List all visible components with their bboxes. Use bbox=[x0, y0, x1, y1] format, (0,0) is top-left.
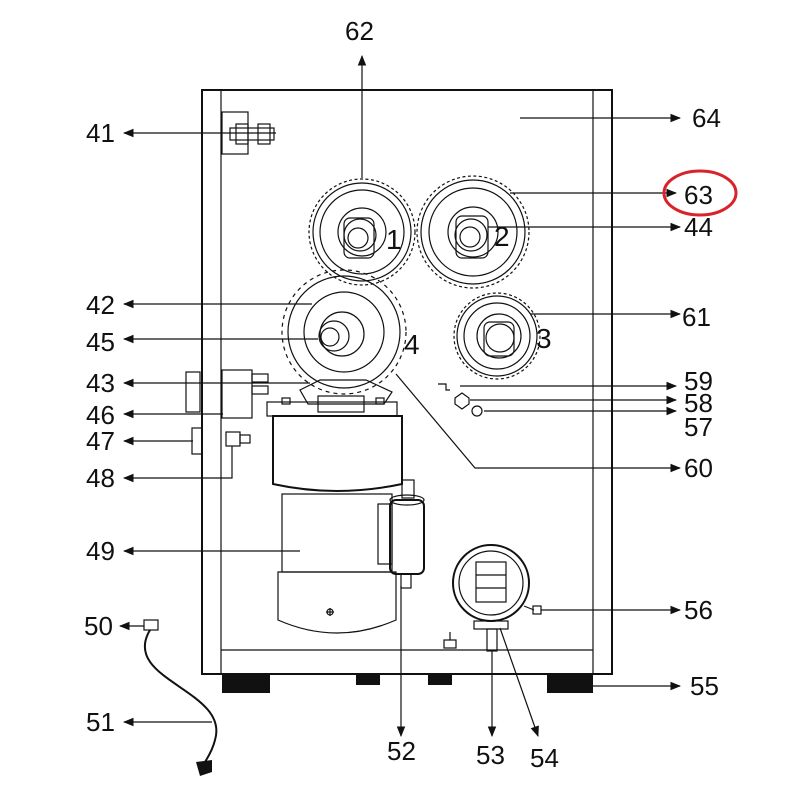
cabinet-frame bbox=[201, 89, 613, 675]
callout-56: 56 bbox=[684, 595, 713, 625]
callout-64: 64 bbox=[692, 103, 721, 133]
power-cord bbox=[143, 619, 218, 776]
callout-49: 49 bbox=[86, 536, 115, 566]
callout-45: 45 bbox=[86, 327, 115, 357]
callout-50: 50 bbox=[84, 611, 113, 641]
left-switches bbox=[185, 369, 269, 455]
callout-60: 60 bbox=[684, 453, 713, 483]
callout-46: 46 bbox=[86, 400, 115, 430]
motor bbox=[266, 397, 403, 634]
gear-1: 1 bbox=[308, 178, 416, 286]
capacitor bbox=[377, 479, 425, 589]
callout-47: 47 bbox=[86, 426, 115, 456]
callout-44: 44 bbox=[684, 212, 713, 242]
leader-lines bbox=[118, 54, 682, 738]
callout-54: 54 bbox=[530, 743, 559, 773]
callout-63: 63 bbox=[684, 180, 713, 210]
callout-51: 51 bbox=[86, 707, 115, 737]
callout-55: 55 bbox=[690, 671, 719, 701]
callout-57: 57 bbox=[684, 412, 713, 442]
gear-number-2: 2 bbox=[494, 221, 510, 252]
gear-number-3: 3 bbox=[536, 323, 552, 354]
highlight-circle bbox=[662, 169, 738, 217]
fittings bbox=[438, 383, 483, 417]
callout-61: 61 bbox=[682, 302, 711, 332]
gear-3: 3 bbox=[453, 292, 552, 380]
callout-62: 62 bbox=[345, 16, 374, 46]
callout-43: 43 bbox=[86, 368, 115, 398]
cabinet-feet bbox=[222, 673, 593, 693]
callout-53: 53 bbox=[476, 740, 505, 770]
callout-48: 48 bbox=[86, 463, 115, 493]
gear-2: 2 bbox=[416, 175, 530, 289]
callout-labels: 62 64 41 63 44 42 45 61 43 59 46 58 57 4… bbox=[84, 16, 721, 773]
gear-4-bevel: 4 bbox=[281, 269, 420, 413]
pressure-gauge bbox=[443, 544, 542, 652]
callout-58: 58 bbox=[684, 388, 713, 418]
callout-59: 59 bbox=[684, 366, 713, 396]
gear-number-4: 4 bbox=[404, 329, 420, 360]
callout-41: 41 bbox=[86, 118, 115, 148]
callout-52: 52 bbox=[387, 736, 416, 766]
gear-number-1: 1 bbox=[386, 224, 402, 255]
callout-42: 42 bbox=[86, 290, 115, 320]
